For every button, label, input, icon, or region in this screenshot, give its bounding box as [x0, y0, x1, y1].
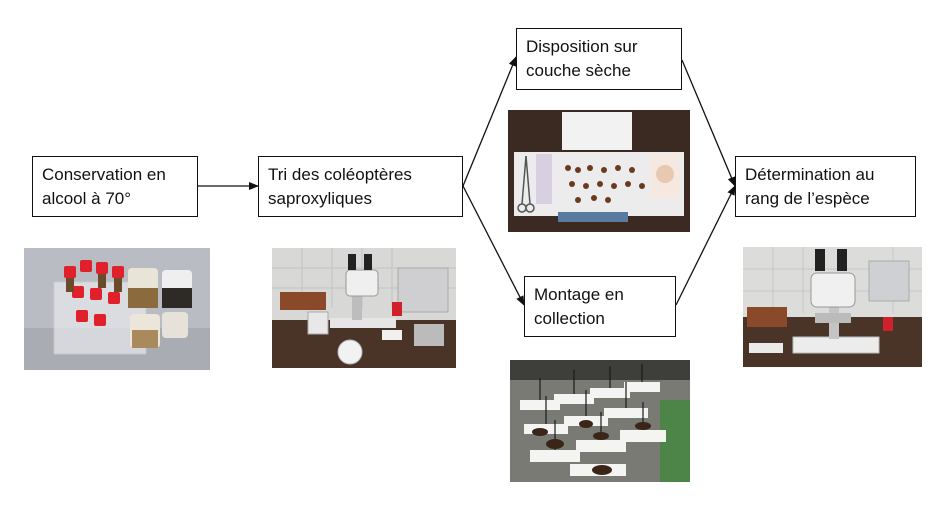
sorting-microscope-photo — [272, 248, 456, 368]
node-determination: Détermination au rang de l’espèce — [735, 156, 916, 217]
arrow-tri-to-disposition — [462, 56, 517, 187]
pinned-collection-photo — [510, 360, 690, 482]
node-determination-line1: Détermination au — [745, 165, 875, 184]
node-conservation-line2: alcool à 70° — [42, 189, 132, 208]
node-conservation-line1: Conservation en — [42, 165, 166, 184]
node-disposition-line2: couche sèche — [526, 61, 631, 80]
node-montage: Montage en collection — [524, 276, 676, 337]
vials-photo — [24, 248, 210, 370]
node-determination-line2: rang de l’espèce — [745, 189, 870, 208]
identification-microscope-photo — [743, 247, 922, 367]
node-montage-line2: collection — [534, 309, 605, 328]
dry-layer-photo — [508, 110, 690, 232]
node-tri-line1: Tri des coléoptères — [268, 165, 412, 184]
node-tri-line2: saproxyliques — [268, 189, 372, 208]
arrow-tri-to-montage — [462, 185, 525, 306]
node-montage-line1: Montage en — [534, 285, 624, 304]
arrow-montage-to-determination — [675, 185, 736, 306]
node-conservation: Conservation en alcool à 70° — [32, 156, 198, 217]
node-disposition-line1: Disposition sur — [526, 37, 638, 56]
node-disposition: Disposition sur couche sèche — [516, 28, 682, 90]
node-tri: Tri des coléoptères saproxyliques — [258, 156, 463, 217]
arrow-disposition-to-determination — [681, 59, 736, 187]
